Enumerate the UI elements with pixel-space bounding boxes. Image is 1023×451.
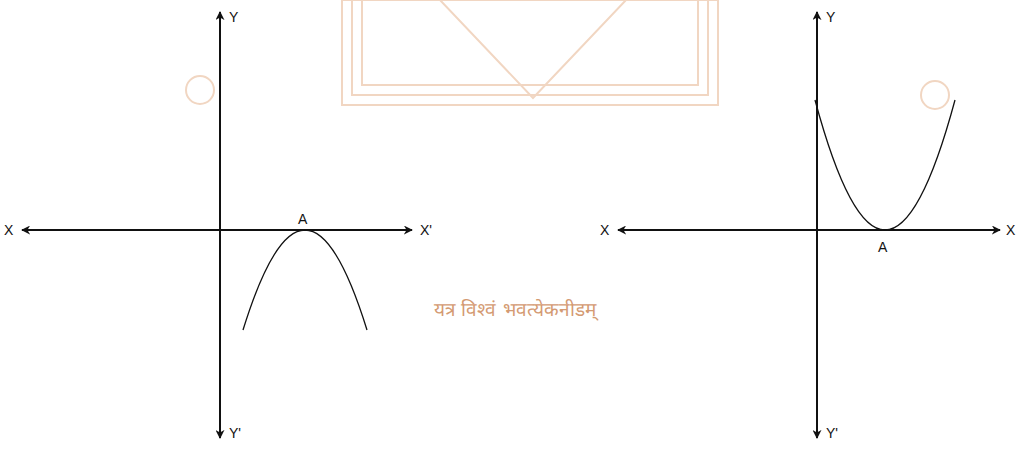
axis-label: Y'	[229, 426, 241, 440]
point-label: A	[298, 212, 307, 226]
watermark-emblem	[186, 0, 949, 109]
x-axis	[22, 229, 412, 231]
y-axis	[816, 12, 818, 438]
axis-label: X'	[420, 223, 432, 237]
axis-label: X	[1006, 223, 1015, 237]
x-axis	[618, 229, 1000, 231]
axis-label: Y	[826, 10, 835, 24]
axis-label: Y'	[826, 426, 838, 440]
point-label: A	[878, 240, 887, 254]
axis-label: X	[4, 223, 13, 237]
parabola-curve	[243, 230, 367, 330]
axis-label: X	[600, 223, 609, 237]
y-axis	[219, 12, 221, 438]
watermark-text: यत्र विश्वं भवत्येकनीडम्	[434, 300, 595, 319]
axis-label: Y	[229, 10, 238, 24]
parabola-curve	[815, 100, 955, 230]
